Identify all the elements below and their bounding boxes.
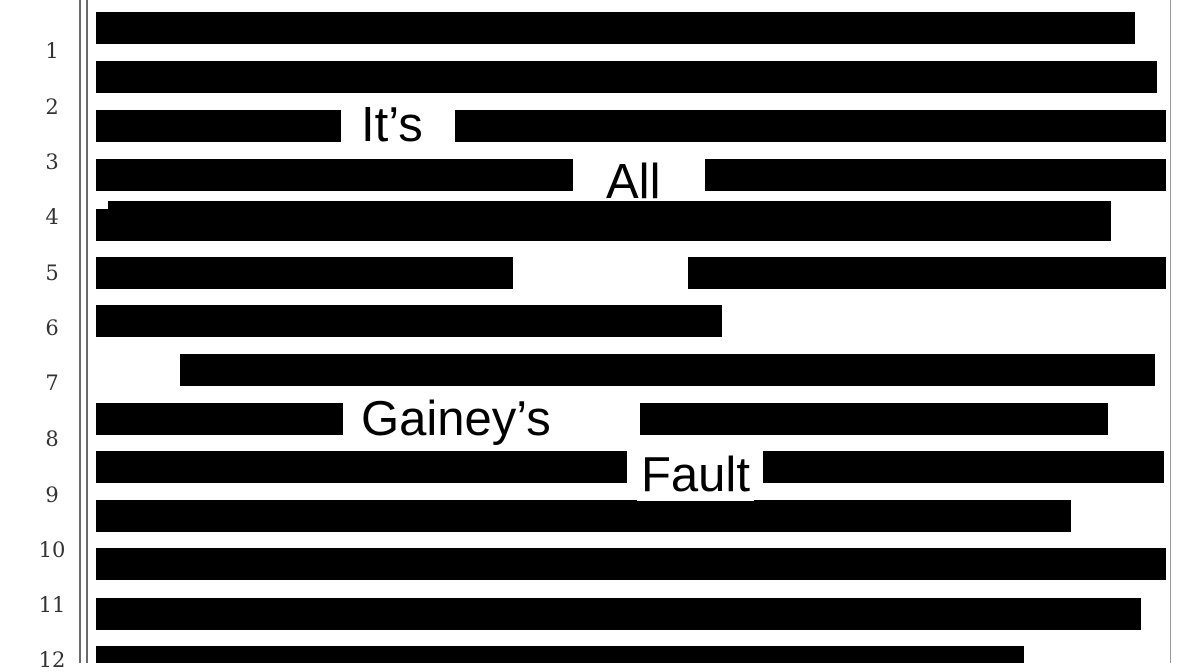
line-number: 9: [45, 483, 59, 507]
line-number: 5: [45, 261, 59, 285]
margin-rule-right: [86, 0, 88, 663]
redaction-bar: [96, 646, 1024, 663]
line-number: 8: [45, 427, 59, 451]
redaction-bar: [96, 305, 722, 337]
redaction-bar: [96, 159, 573, 191]
line-number: 12: [38, 648, 66, 672]
margin-rule-left: [79, 0, 81, 663]
line-number: 4: [45, 205, 59, 229]
redaction-bar: [96, 110, 341, 142]
redaction-bar: [108, 201, 1111, 241]
redaction-bar: [96, 61, 1157, 93]
revealed-word-all: All: [602, 156, 665, 201]
page-edge-rule: [1170, 0, 1171, 663]
line-number: 10: [38, 538, 66, 562]
revealed-word-its: It’s: [357, 99, 427, 151]
line-number: 6: [45, 316, 59, 340]
redaction-bar: [96, 451, 627, 483]
redaction-bar: [96, 500, 1071, 532]
revealed-word-fault: Fault: [637, 449, 754, 501]
line-number: 1: [45, 39, 59, 63]
redaction-bar: [96, 598, 1141, 630]
redaction-bar: [96, 548, 1166, 580]
line-number: 11: [38, 593, 66, 617]
redaction-bar: [96, 403, 343, 435]
redaction-bar: [180, 354, 1155, 386]
revealed-word-gaineys: Gainey’s: [357, 393, 555, 445]
redaction-bar: [688, 257, 1166, 289]
redaction-bar: [705, 159, 1166, 191]
line-number: 3: [45, 150, 59, 174]
line-number: 2: [45, 95, 59, 119]
redaction-bar: [96, 257, 513, 289]
redaction-bar: [96, 12, 1135, 44]
redaction-bar: [640, 403, 1108, 435]
line-number: 7: [45, 371, 59, 395]
redaction-bar: [763, 451, 1164, 483]
redaction-bar: [455, 110, 1166, 142]
